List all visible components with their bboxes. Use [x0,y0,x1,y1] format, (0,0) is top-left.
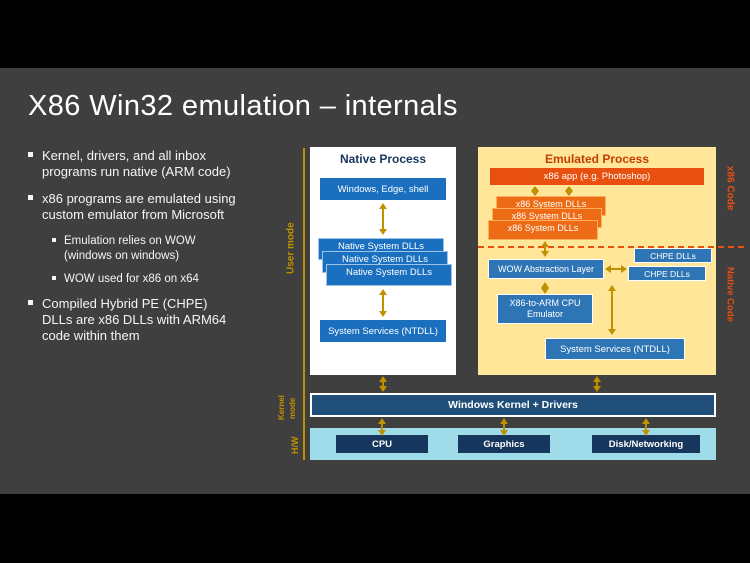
bullet-item: x86 programs are emulated using custom e… [28,191,268,223]
hw-strip: CPU Graphics Disk/Networking [310,428,716,460]
wow-to-emulator-arrow [541,282,549,294]
cpu-box: CPU [336,435,428,453]
bullet-marker [52,276,56,281]
bullet-item: Compiled Hybrid PE (CHPE) DLLs are x86 D… [28,296,268,344]
kernel-to-disk-arrow [642,418,650,436]
bullet-text: Emulation relies on WOW (windows on wind… [64,235,196,262]
emulated-process-title: Emulated Process [544,152,650,166]
bullet-subitem: Emulation relies on WOW (windows on wind… [52,234,268,263]
chpe-dlls-box: CHPE DLLs [628,266,706,281]
emulated-system-services-box: System Services (NTDLL) [545,338,685,360]
bullet-marker [28,195,33,201]
kernel-bar: Windows Kernel + Drivers [310,393,716,417]
app-to-dlls-arrow [379,203,387,235]
user-mode-label: User mode [285,222,297,274]
kernel-to-cpu-arrow [378,418,386,436]
mode-axis-line [303,148,305,460]
chpe-to-services-arrow [608,285,616,335]
app-to-x86dlls-arrow [531,186,539,196]
native-process-panel: Native Process Windows, Edge, shell Nati… [310,147,456,375]
system-services-box: System Services (NTDLL) [320,320,446,342]
bullet-marker [52,238,56,243]
native-to-kernel-arrow [379,376,387,392]
native-system-dlls-box: Native System DLLs [326,264,452,286]
bullet-text: x86 programs are emulated using custom e… [42,191,236,223]
cpu-emulator-box: X86-to-ARM CPU Emulator [497,294,593,324]
bullet-text: Kernel, drivers, and all inbox programs … [42,148,231,180]
x86dlls-to-wow-arrow [541,241,549,257]
hw-label: H/W [290,436,300,454]
x86-system-dlls-box: x86 System DLLs [488,220,598,240]
dlls-to-services-arrow [379,289,387,317]
kernel-to-graphics-arrow [500,418,508,436]
app-to-x86dlls-arrow [565,186,573,196]
bullet-marker [28,299,33,305]
bullet-item: Kernel, drivers, and all inbox programs … [28,148,268,180]
emulated-process-panel: Emulated Process x86 app (e.g. Photoshop… [478,147,744,375]
bullet-marker [28,152,33,157]
x86-app-box: x86 app (e.g. Photoshop) [490,168,704,185]
wow-abstraction-box: WOW Abstraction Layer [488,259,604,279]
page-title: X86 Win32 emulation – internals [28,90,458,122]
bullet-text: WOW used for x86 on x64 [64,273,199,286]
wow-to-chpe-arrow [605,265,627,273]
bullet-list: Kernel, drivers, and all inbox programs … [28,148,268,355]
bullet-text: Compiled Hybrid PE (CHPE) DLLs are x86 D… [42,295,227,343]
x86-code-label: x86 Code [724,165,736,211]
graphics-box: Graphics [458,435,550,453]
x86-native-boundary-line [478,246,744,248]
slide: X86 Win32 emulation – internals Kernel, … [0,68,750,494]
emulated-to-kernel-arrow [593,376,601,392]
native-process-title: Native Process [339,152,427,166]
windows-edge-shell-box: Windows, Edge, shell [320,178,446,200]
kernel-mode-label: Kernel mode [277,395,297,421]
native-code-label: Native Code [724,266,736,322]
disk-networking-box: Disk/Networking [592,435,700,453]
chpe-dlls-box: CHPE DLLs [634,248,712,263]
bullet-subitem: WOW used for x86 on x64 [52,272,268,286]
